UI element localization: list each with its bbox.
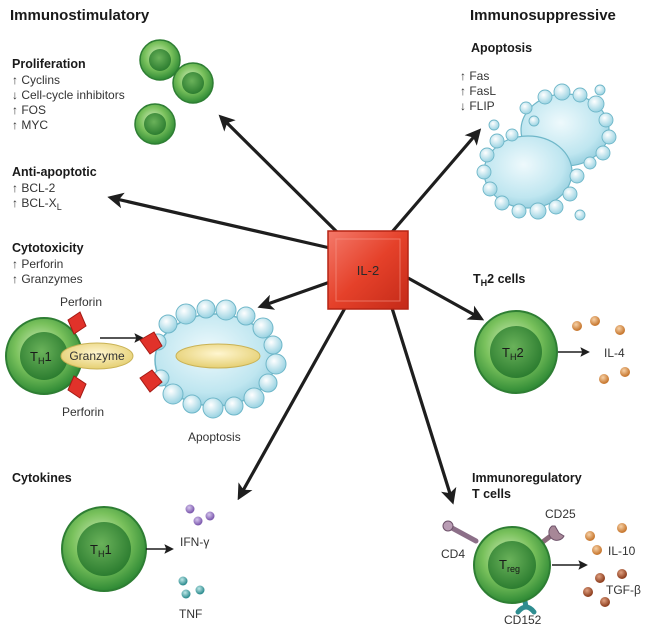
arrow-to-treg [390,307,457,505]
apoptosis-right-title: Apoptosis [471,41,532,55]
anti-apoptotic-section: Anti-apoptotic ↑ BCL-2 ↑ BCL-XL [12,165,97,212]
header-immunosuppressive: Immunosuppressive [470,7,616,24]
arrow-to-cytotoxicity [257,280,331,310]
il4-molecules [572,316,630,384]
proliferation-item-4: ↑ MYC [12,118,48,132]
th1-cytokine-label: TH1 [90,542,112,559]
treg-section: Immunoregulatory T cells CD25 CD4 CD152 … [441,471,641,627]
th2-cell-label: TH2 [502,345,524,362]
arrow-to-th2 [407,276,485,321]
cd4-label: CD4 [441,547,465,561]
cd4-receptor-icon [442,520,479,544]
tnf-molecules [178,576,205,599]
header-immunostimulatory: Immunostimulatory [10,7,150,24]
proliferating-cells [134,39,214,145]
cytotoxicity-title: Cytotoxicity [12,241,84,255]
il10-label: IL-10 [608,544,636,558]
il4-label: IL-4 [604,346,625,360]
perforin-top-label: Perforin [60,295,102,309]
apoptosis-right-section: Apoptosis ↑ Fas ↑ FasL ↓ FLIP [460,41,617,221]
th2-section: TH2 cells TH2 IL-4 [473,272,630,394]
apoptosis-right-item-3: ↓ FLIP [460,99,495,113]
proliferation-section: Proliferation ↑ Cyclins ↓ Cell-cycle inh… [12,39,214,145]
tnf-label: TNF [179,607,202,621]
treg-cell-label: Treg [499,557,520,574]
th2-cell: TH2 [474,310,558,394]
cd152-label: CD152 [504,613,542,627]
arrow-to-apoptosis [390,128,482,234]
apoptosis-left-label: Apoptosis [188,430,241,444]
proliferation-item-2: ↓ Cell-cycle inhibitors [12,88,125,102]
cytotoxicity-item-1: ↑ Perforin [12,257,63,271]
il2-arrows [107,114,485,505]
proliferation-item-1: ↑ Cyclins [12,73,60,87]
proliferation-title: Proliferation [12,57,86,71]
anti-apoptotic-title: Anti-apoptotic [12,165,97,179]
granzyme-vesicle: Granzyme [60,342,134,370]
ifn-gamma-molecules [185,504,215,526]
cytokines-title: Cytokines [12,471,72,485]
apoptotic-cell-cluster [476,83,617,221]
apoptosis-right-item-1: ↑ Fas [460,69,489,83]
perforin-pores-killer [67,311,87,399]
tgf-beta-molecules [583,569,627,607]
treg-title-line2: T cells [472,487,511,501]
anti-apoptotic-item-2: ↑ BCL-XL [12,196,62,212]
arrow-to-cytokines [237,307,347,501]
th1-killer-cell: TH1 [5,317,83,395]
arrow-to-proliferation [218,114,345,240]
proliferation-item-3: ↑ FOS [12,103,46,117]
cytotoxicity-item-2: ↑ Granzymes [12,272,83,286]
cytotoxicity-section: Cytotoxicity ↑ Perforin ↑ Granzymes Perf… [5,241,287,444]
perforin-bottom-label: Perforin [62,405,104,419]
treg-title-line1: Immunoregulatory [472,471,582,485]
apoptotic-target-cell [139,299,287,419]
anti-apoptotic-item-1: ↑ BCL-2 [12,181,56,195]
cd25-label: CD25 [545,507,576,521]
tgf-beta-label: TGF-β [606,583,641,597]
th1-killer-label: TH1 [30,349,52,366]
il2-box: IL-2 [327,230,409,310]
cytokines-section: Cytokines TH1 IFN-γ TNF [12,471,215,621]
il10-molecules [585,523,627,555]
ifn-gamma-label: IFN-γ [180,535,209,549]
arrow-to-anti-apoptotic [107,192,331,250]
th2-title: TH2 cells [473,272,525,288]
granzyme-label: Granzyme [69,349,125,363]
apoptosis-right-item-2: ↑ FasL [460,84,496,98]
cd25-receptor-icon [537,525,565,547]
il2-label: IL-2 [357,263,379,278]
th1-cytokine-cell: TH1 [61,506,147,592]
treg-cell: Treg [473,526,551,604]
